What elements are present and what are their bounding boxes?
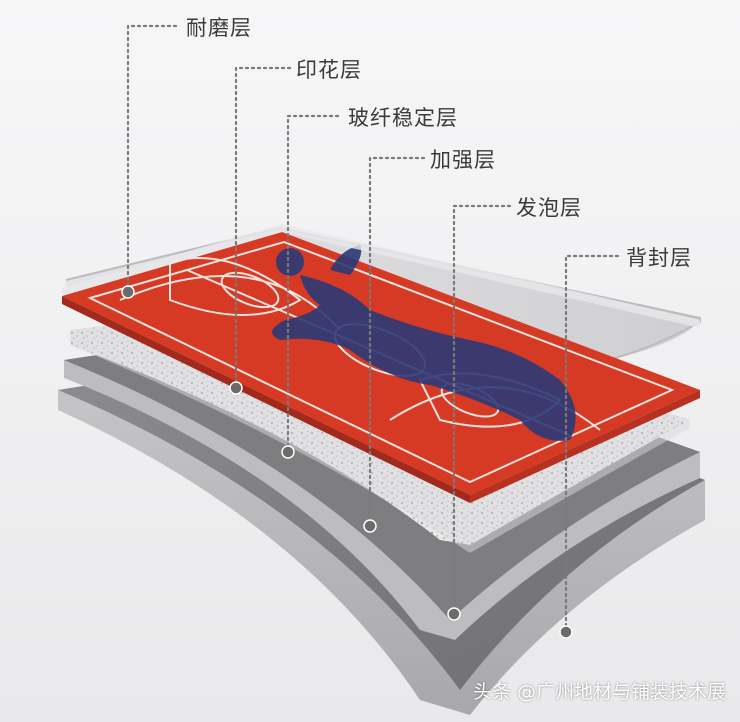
label-wear-layer: 耐磨层: [186, 16, 252, 40]
leader-line-reinforce: [368, 156, 426, 528]
leader-lines: [126, 24, 622, 634]
marker-dot-print: [229, 381, 243, 395]
print-layer: [62, 232, 700, 503]
marker-dots: [121, 285, 573, 639]
player-silhouette: [272, 245, 576, 441]
label-print-layer: 印花层: [296, 58, 362, 82]
leader-line-foam: [452, 204, 512, 616]
label-reinforce-layer: 加强层: [430, 148, 496, 172]
label-foam-layer: 发泡层: [516, 196, 582, 220]
marker-dot-fiberglass: [281, 445, 295, 459]
watermark: 头条 @广州地材与铺装技术展: [472, 681, 726, 703]
leader-line-wear: [126, 24, 182, 294]
marker-dot-reinforce: [363, 519, 377, 533]
label-backing-layer: 背封层: [626, 246, 692, 270]
marker-dot-backing: [559, 625, 573, 639]
marker-dot-wear: [121, 285, 135, 299]
leader-line-fiberglass: [286, 114, 344, 454]
label-fiberglass-layer: 玻纤稳定层: [348, 106, 458, 130]
leader-line-backing: [564, 254, 622, 634]
marker-dot-foam: [447, 607, 461, 621]
leader-line-print: [234, 66, 292, 390]
